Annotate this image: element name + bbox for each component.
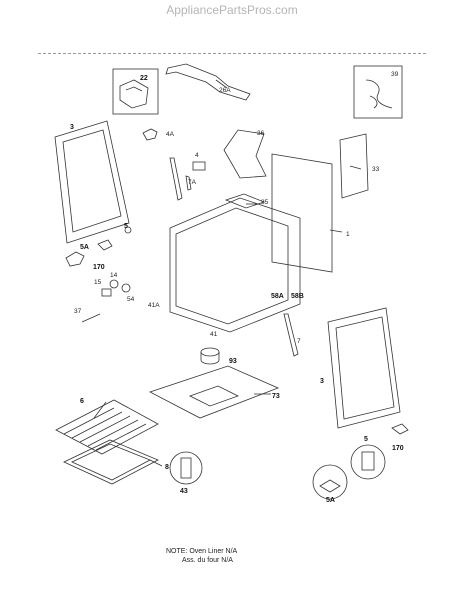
part-5-callout — [350, 444, 386, 480]
part-93-knob — [200, 347, 220, 357]
part-170 — [97, 239, 113, 251]
label-7: 7 — [297, 338, 301, 345]
label-8: 8 — [165, 464, 169, 471]
part-54 — [121, 283, 131, 293]
part-4a — [142, 128, 158, 141]
part-37-rod — [81, 313, 101, 323]
label-15: 15 — [94, 279, 102, 286]
part-35 — [224, 193, 266, 209]
part-7-hinge — [283, 313, 299, 357]
label-41: 41 — [210, 331, 218, 338]
oven-cavity — [169, 197, 301, 333]
label-170: 170 — [93, 264, 105, 271]
label-7a: 7A — [188, 179, 197, 186]
part-73-bottom-panel — [148, 365, 280, 419]
part-170-right — [391, 423, 409, 435]
part-5a-bracket — [65, 251, 85, 267]
label-58a: 58A — [271, 293, 284, 300]
note-line-1: NOTE: Oven Liner N/A — [166, 548, 238, 555]
label-4a: 4A — [166, 131, 175, 138]
part-43-callout — [169, 451, 203, 485]
label-22: 22 — [140, 75, 148, 82]
label-58b: 58B — [291, 293, 304, 300]
part-6-oven-rack — [55, 399, 159, 455]
label-6: 6 — [80, 398, 84, 405]
part-39-wire-harness — [365, 79, 393, 109]
part-4 — [192, 161, 206, 171]
label-93: 93 — [229, 358, 237, 365]
label-39: 39 — [391, 71, 399, 78]
label-36: 36 — [257, 130, 265, 137]
site-watermark: AppliancePartsPros.com — [166, 3, 298, 17]
part-1-back-panel — [271, 153, 333, 273]
label-5: 5 — [124, 223, 128, 230]
part-36-vent-duct — [223, 129, 267, 179]
label-33: 33 — [372, 166, 380, 173]
header-divider — [38, 53, 426, 54]
part-3-oven-door-left — [54, 120, 130, 244]
label-14: 14 — [110, 272, 118, 279]
part-14 — [109, 279, 119, 289]
label-73: 73 — [272, 393, 280, 400]
label-170-bottom: 170 — [392, 445, 404, 452]
oven-liner-note: NOTE: Oven Liner N/A Ass. du four N/A — [166, 547, 237, 565]
part-7a-hinge — [169, 157, 183, 201]
part-26a-top-bracket — [165, 63, 251, 101]
label-37: 37 — [74, 308, 82, 315]
label-3-left: 3 — [70, 124, 74, 131]
part-22-bracket — [119, 79, 149, 109]
label-1: 1 — [346, 231, 350, 238]
inset-box-39 — [353, 65, 403, 119]
part-5-screw — [124, 226, 132, 234]
inset-box-22 — [112, 68, 159, 115]
note-line-2: Ass. du four N/A — [182, 557, 233, 564]
label-3-right: 3 — [320, 378, 324, 385]
label-26a: 26A — [219, 87, 231, 94]
part-33 — [339, 133, 369, 199]
part-3-oven-door-right — [327, 307, 401, 429]
label-43: 43 — [180, 488, 188, 495]
label-5-bottom: 5 — [364, 436, 368, 443]
part-5a-callout — [312, 464, 348, 500]
label-4: 4 — [195, 152, 199, 159]
part-15 — [101, 288, 112, 297]
label-35: 35 — [261, 199, 269, 206]
label-5a: 5A — [80, 244, 89, 251]
label-5a-bottom: 5A — [326, 497, 335, 504]
label-54: 54 — [127, 296, 135, 303]
label-41a: 41A — [148, 302, 160, 309]
part-8-broiler-pan — [63, 439, 159, 485]
